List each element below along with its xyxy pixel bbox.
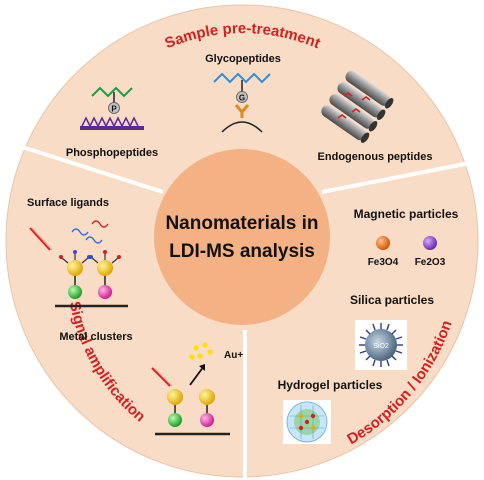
fe3o4-particle bbox=[376, 236, 390, 250]
mesoporous-tubes-icon bbox=[321, 70, 394, 143]
label-phosphopeptides: Phosphopeptides bbox=[66, 147, 158, 159]
label-endogenous-peptides: Endogenous peptides bbox=[318, 151, 433, 163]
glycopeptide-icon: G bbox=[213, 72, 271, 133]
hydrogel-particle-icon bbox=[283, 400, 331, 444]
phospho-p-mark: P bbox=[111, 105, 117, 114]
divider-top-left bbox=[15, 143, 164, 194]
phosphopeptide-icon: P bbox=[80, 86, 144, 130]
label-silica-particles: Silica particles bbox=[350, 293, 434, 307]
center-line-1: Nanomaterials in bbox=[165, 213, 318, 234]
center-line-2: LDI-MS analysis bbox=[169, 241, 315, 262]
label-glycopeptides: Glycopeptides bbox=[205, 53, 281, 65]
divider-top-right bbox=[321, 161, 471, 194]
label-fe3o4: Fe3O4 bbox=[368, 257, 399, 268]
au-ion-label: Au+ bbox=[224, 350, 243, 361]
fe2o3-particle bbox=[423, 236, 437, 250]
label-magnetic-particles: Magnetic particles bbox=[354, 207, 459, 221]
label-fe2o3: Fe2O3 bbox=[415, 257, 446, 268]
label-metal-clusters: Metal clusters bbox=[59, 331, 132, 343]
label-surface-ligands: Surface ligands bbox=[27, 197, 109, 209]
silica-particle-icon: SiO2 bbox=[355, 320, 407, 370]
glyco-g-mark: G bbox=[239, 94, 245, 103]
metal-clusters-icon: Au+ bbox=[151, 342, 243, 436]
sio2-label: SiO2 bbox=[373, 343, 389, 350]
surface-ligands-icon bbox=[29, 220, 128, 308]
label-hydrogel-particles: Hydrogel particles bbox=[278, 378, 383, 392]
center-circle bbox=[154, 149, 330, 325]
